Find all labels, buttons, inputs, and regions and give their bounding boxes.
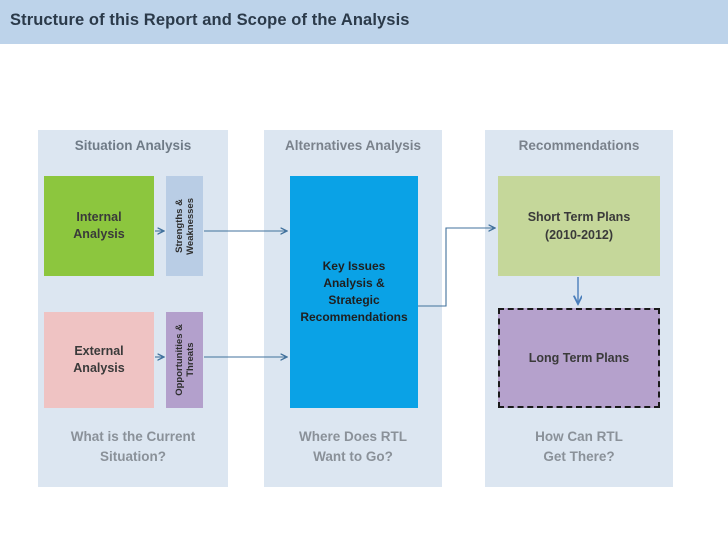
box-opportunities-threats-label: Opportunities & Threats bbox=[173, 324, 196, 396]
box-internal-analysis[interactable]: Internal Analysis bbox=[44, 176, 154, 276]
column-footer-situation: What is the Current Situation? bbox=[70, 429, 196, 464]
title-bar: Structure of this Report and Scope of th… bbox=[0, 0, 728, 44]
box-external-analysis[interactable]: External Analysis bbox=[44, 312, 154, 408]
column-footer-recommendations: How Can RTL Get There? bbox=[535, 429, 623, 464]
box-short-term-plans[interactable]: Short Term Plans (2010-2012) bbox=[498, 176, 660, 276]
column-header-recommendations: Recommendations bbox=[518, 138, 640, 153]
box-key-issues-analysis[interactable]: Key Issues Analysis & Strategic Recommen… bbox=[290, 176, 418, 408]
box-opportunities-threats[interactable]: Opportunities & Threats bbox=[166, 312, 203, 408]
box-strengths-weaknesses[interactable]: Strengths & Weaknesses bbox=[166, 176, 203, 276]
page-title: Structure of this Report and Scope of th… bbox=[10, 11, 410, 29]
box-long-term-plans[interactable]: Long Term Plans bbox=[498, 308, 660, 408]
box-strengths-weaknesses-label: Strengths & Weaknesses bbox=[173, 197, 196, 255]
column-header-alternatives: Alternatives Analysis bbox=[284, 138, 422, 153]
column-footer-alternatives: Where Does RTL Want to Go? bbox=[298, 429, 407, 464]
column-header-situation: Situation Analysis bbox=[74, 138, 192, 153]
